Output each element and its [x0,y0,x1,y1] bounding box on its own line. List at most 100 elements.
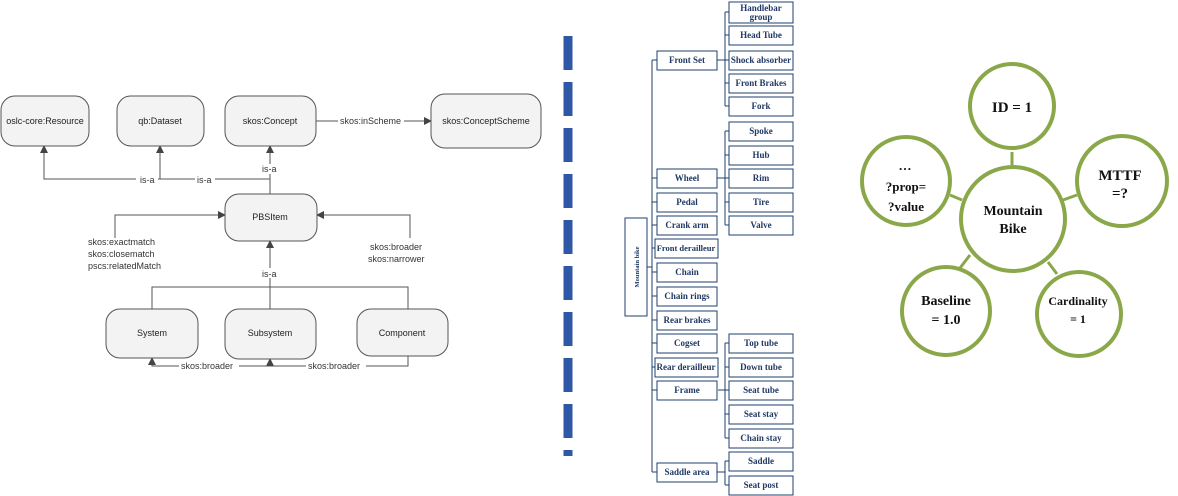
level1-front-set: Front Set [652,50,718,71]
match-edge-left [114,211,226,238]
circle-other-prop: … ?prop= ?value [860,135,952,227]
svg-text:Pedal: Pedal [676,197,698,207]
svg-text:ID = 1: ID = 1 [992,100,1032,116]
broader-right-label: skos:broader [370,242,422,252]
bike-tree: Mountain bike Front Set Wheel Pedal Cran… [624,1,794,496]
property-diagram: Mountain Bike ID = 1 MTTF =? Cardinality… [860,62,1169,358]
level1-wheel: Wheel [652,168,718,189]
svg-text:PBSItem: PBSItem [252,212,288,222]
child-chain-stay: Chain stay [725,428,794,449]
isa-label-mid: is-a [197,175,212,185]
child-saddle: Saddle [725,451,794,472]
isa-label-left: is-a [140,175,155,185]
child-tire: Tire [725,192,794,213]
svg-text:Front Set: Front Set [669,55,705,65]
child-top-tube: Top tube [725,333,794,354]
child-down-tube: Down tube [725,357,794,378]
svg-text:oslc-core:Resource: oslc-core:Resource [6,116,84,126]
child-head-tube: Head Tube [725,25,794,46]
svg-text:Cardinality: Cardinality [1048,294,1107,308]
child-seat-stay: Seat stay [725,404,794,425]
svg-text:Valve: Valve [750,220,771,230]
svg-text:Saddle: Saddle [748,456,774,466]
child-front-brakes: Front Brakes [725,73,794,94]
svg-text:skos:ConceptScheme: skos:ConceptScheme [442,116,530,126]
svg-text:Shock absorber: Shock absorber [731,55,791,65]
level1-crank-arm: Crank arm [652,215,718,236]
child-rim: Rim [725,168,794,189]
svg-text:…: … [899,158,912,173]
broader-bottom-left [148,356,409,367]
node-component: Component [356,308,449,357]
level1-pedal: Pedal [652,192,718,213]
circle-baseline: Baseline = 1.0 [900,265,992,357]
tree-root-label: Mountain bike [634,246,641,287]
svg-text:?value: ?value [888,199,924,214]
svg-text:Seat stay: Seat stay [744,409,779,419]
svg-text:Fork: Fork [752,101,771,111]
svg-text:Saddle area: Saddle area [664,467,710,477]
svg-text:Cogset: Cogset [674,338,700,348]
svg-text:Spoke: Spoke [749,126,773,136]
narrower-right-label: skos:narrower [368,254,425,264]
svg-text:Subsystem: Subsystem [248,328,293,338]
broader-bottom-left-label: skos:broader [181,361,233,371]
svg-text:Chain stay: Chain stay [740,433,782,443]
broader-bottom-mid-label: skos:broader [308,361,360,371]
svg-text:Front derailleur: Front derailleur [657,243,716,253]
level1-rear-brakes: Rear brakes [652,310,718,331]
closematch-label: skos:closematch [88,249,155,259]
svg-text:Hub: Hub [752,150,769,160]
svg-text:Component: Component [379,328,426,338]
svg-text:Rear brakes: Rear brakes [663,315,711,325]
svg-text:= 1.0: = 1.0 [932,313,961,328]
isa-label-pbs: is-a [262,269,277,279]
svg-text:Down tube: Down tube [740,362,782,372]
child-fork: Fork [725,96,794,117]
svg-text:Crank arm: Crank arm [665,220,709,230]
svg-text:Tire: Tire [753,197,769,207]
svg-text:Frame: Frame [674,385,699,395]
circle-cardinality: Cardinality = 1 [1035,270,1123,358]
svg-text:=?: =? [1112,186,1128,202]
child-shock-absorber: Shock absorber [725,50,794,71]
node-oslc-resource: oslc-core:Resource [0,95,90,147]
svg-text:Rim: Rim [753,173,770,183]
child-spoke: Spoke [725,121,794,142]
ontology-edges [40,117,432,367]
svg-text:?prop=: ?prop= [886,179,926,194]
property-spokes [949,152,1078,275]
svg-text:System: System [137,328,167,338]
child-seat-post: Seat post [725,475,794,496]
level1-rear-derailleur: Rear derailleur [652,357,719,378]
broader-edge-right [316,211,411,238]
svg-text:Top tube: Top tube [744,338,778,348]
node-system: System [105,308,199,359]
svg-text:Rear derailleur: Rear derailleur [656,362,715,372]
svg-text:Front Brakes: Front Brakes [735,78,787,88]
svg-text:= 1: = 1 [1070,312,1086,326]
svg-text:Chain rings: Chain rings [664,291,710,301]
level1-front-derailleur: Front derailleur [652,238,719,259]
node-skos-concept: skos:Concept [224,95,317,147]
level1-saddle-area: Saddle area [652,462,718,483]
svg-text:Bike: Bike [999,222,1026,237]
node-skos-concept-scheme: skos:ConceptScheme [430,93,542,149]
ontology-diagram: is-a is-a is-a skos:inScheme skos:exactm… [0,93,542,371]
svg-text:Baseline: Baseline [921,294,971,309]
child-seat-tube: Seat tube [725,380,794,401]
level1-frame: Frame [652,380,718,401]
svg-text:Seat post: Seat post [744,480,779,490]
circle-center: Mountain Bike [959,165,1067,273]
circle-mttf: MTTF =? [1075,134,1169,228]
circle-id: ID = 1 [968,62,1056,150]
level1-chain-rings: Chain rings [652,286,718,307]
node-subsystem: Subsystem [224,308,317,360]
child-hub: Hub [725,145,794,166]
level1-cogset: Cogset [652,333,718,354]
node-qb-dataset: qb:Dataset [116,95,205,147]
inscheme-label: skos:inScheme [340,116,401,126]
